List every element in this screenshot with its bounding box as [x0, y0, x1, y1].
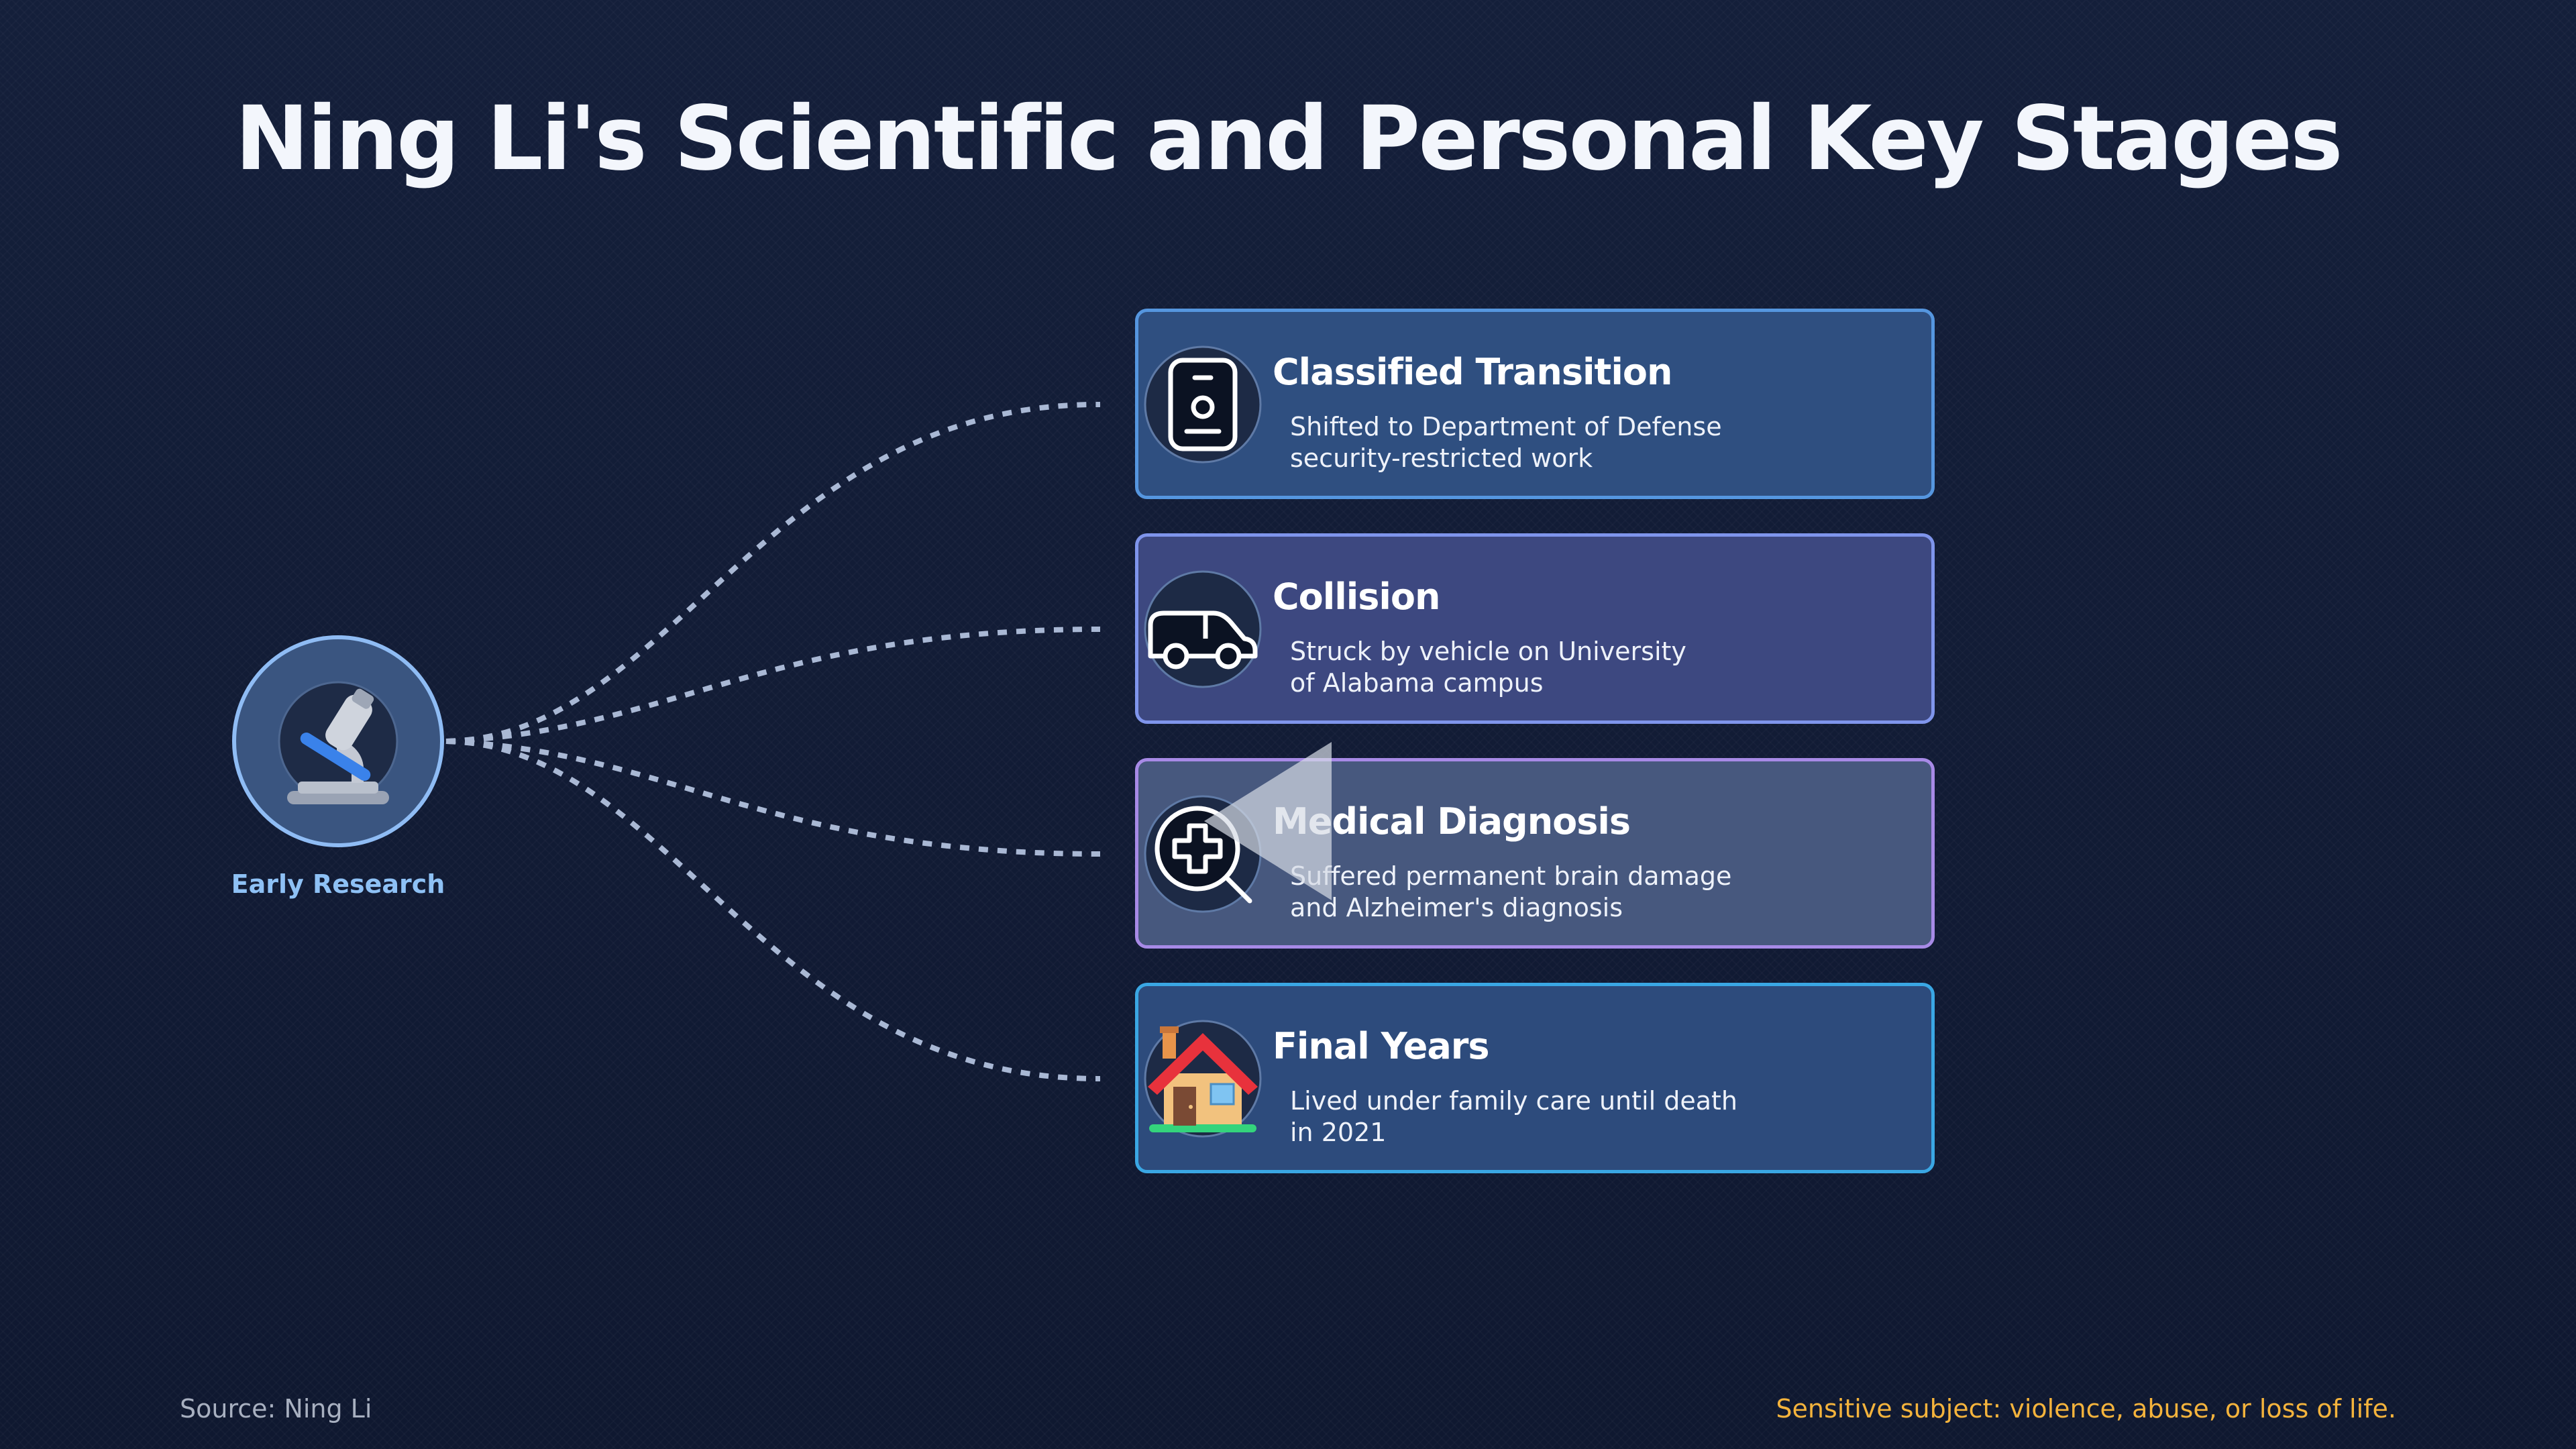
- id-badge-icon: [1144, 345, 1262, 464]
- stage-title: Medical Diagnosis: [1273, 800, 1631, 843]
- stage-title: Collision: [1273, 576, 1440, 618]
- stage-card-collision[interactable]: Collision Struck by vehicle on Universit…: [1135, 533, 1935, 724]
- stage-description: Suffered permanent brain damage and Alzh…: [1290, 861, 1732, 922]
- car-icon: [1144, 570, 1262, 688]
- stage-title: Classified Transition: [1273, 351, 1672, 393]
- stage-card-classified-transition[interactable]: Classified Transition Shifted to Departm…: [1135, 309, 1935, 499]
- stage-description: Lived under family care until death in 2…: [1290, 1086, 1737, 1147]
- page-title: Ning Li's Scientific and Personal Key St…: [235, 87, 2343, 191]
- connector-final-years: [445, 739, 1101, 1082]
- stage-title: Final Years: [1273, 1025, 1490, 1067]
- house-icon: [1144, 1020, 1262, 1138]
- stage-description: Shifted to Department of Defense securit…: [1290, 412, 1722, 473]
- source-caption: Source: Ning Li: [180, 1394, 372, 1424]
- connector-collision: [445, 627, 1101, 744]
- stage-card-final-years[interactable]: Final Years Lived under family care unti…: [1135, 983, 1935, 1173]
- content-warning: Sensitive subject: violence, abuse, or l…: [1776, 1394, 2396, 1424]
- microscope-icon: [278, 681, 398, 804]
- mouse-pointer-icon: [1204, 742, 1332, 900]
- early-research-node[interactable]: [232, 635, 444, 847]
- connector-medical-diagnosis: [445, 739, 1101, 857]
- connector-classified-transition: [445, 401, 1101, 744]
- hub-label: Early Research: [231, 869, 445, 899]
- stage-description: Struck by vehicle on University of Alaba…: [1290, 637, 1686, 698]
